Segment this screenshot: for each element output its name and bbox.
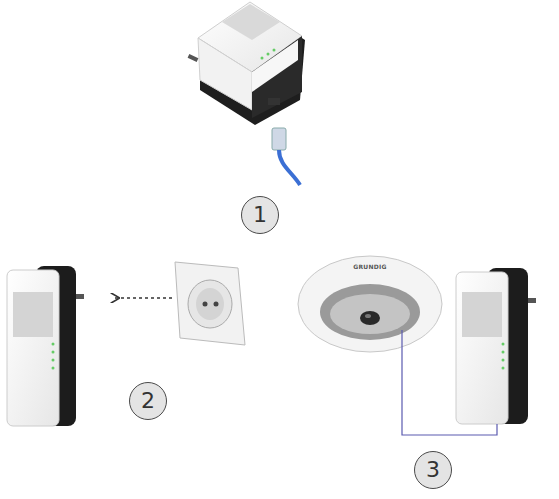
callout-number: 2 — [141, 390, 155, 412]
callout-circle: 1 — [241, 196, 279, 234]
brand-label: GRUNDIG — [353, 263, 387, 270]
network-cable — [272, 128, 300, 185]
dome-camera — [298, 256, 442, 352]
powerline-adapter-right — [456, 268, 536, 424]
callout-number: 1 — [253, 204, 267, 226]
callout-number: 3 — [426, 459, 440, 481]
powerline-adapter-top — [188, 2, 305, 125]
plug-arrow — [112, 297, 172, 298]
powerline-adapter-left — [7, 266, 84, 426]
callout-circle: 3 — [414, 451, 452, 489]
network-wire — [402, 330, 497, 435]
callout-circle: 2 — [129, 382, 167, 420]
wall-socket — [175, 262, 245, 345]
